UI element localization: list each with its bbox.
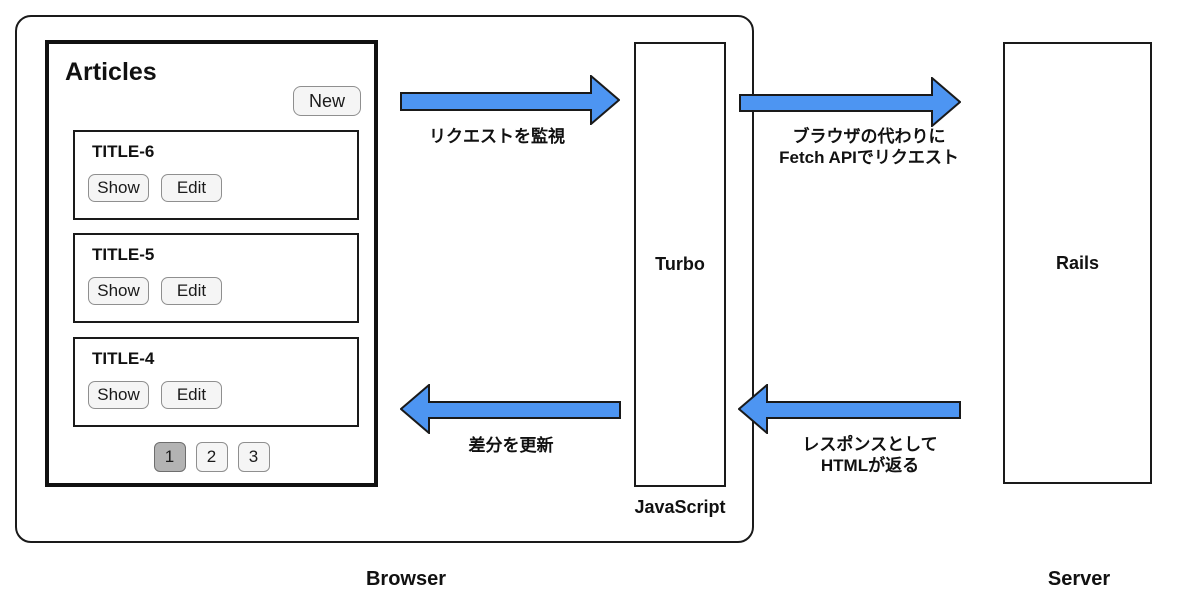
pagination: 1 2 3 xyxy=(49,442,374,472)
article-title: TITLE-5 xyxy=(92,245,155,264)
article-title: TITLE-6 xyxy=(92,142,155,161)
arrow-request-monitor-icon xyxy=(400,75,620,125)
fetch-request-label-line1: ブラウザの代わりに xyxy=(792,127,946,146)
show-button[interactable]: Show xyxy=(88,381,149,409)
turbo-box: Turbo xyxy=(634,42,726,487)
request-monitor-label: リクエストを監視 xyxy=(429,127,565,146)
articles-title: Articles xyxy=(65,58,157,86)
diff-update-label: 差分を更新 xyxy=(468,436,554,455)
server-label: Server xyxy=(1047,568,1111,590)
edit-button[interactable]: Edit xyxy=(161,277,222,305)
response-label: レスポンスとして HTMLが返る xyxy=(802,434,937,476)
article-actions: Show Edit xyxy=(88,381,222,409)
article-actions: Show Edit xyxy=(88,174,222,202)
new-article-button[interactable]: New xyxy=(292,86,361,116)
article-card: TITLE-6 Show Edit xyxy=(73,130,359,220)
page-button-1[interactable]: 1 xyxy=(153,442,186,472)
arrow-diff-update-icon xyxy=(400,384,621,434)
show-button[interactable]: Show xyxy=(88,174,149,202)
articles-panel: Articles New TITLE-6 Show Edit TITLE-5 S… xyxy=(45,40,378,487)
response-label-line1: レスポンスとして xyxy=(802,435,938,454)
rails-label: Rails xyxy=(1055,252,1100,273)
arrow-response-icon xyxy=(738,384,961,434)
page-button-2[interactable]: 2 xyxy=(195,442,228,472)
fetch-request-label: ブラウザの代わりに Fetch APIでリクエスト xyxy=(779,126,959,168)
article-title: TITLE-4 xyxy=(92,349,155,368)
page-button-3[interactable]: 3 xyxy=(237,442,270,472)
edit-button[interactable]: Edit xyxy=(161,381,222,409)
javascript-label: JavaScript xyxy=(634,497,726,517)
rails-box: Rails xyxy=(1003,42,1152,484)
article-card: TITLE-5 Show Edit xyxy=(73,233,359,323)
edit-button[interactable]: Edit xyxy=(161,174,222,202)
browser-label: Browser xyxy=(365,568,447,590)
arrow-fetch-request-icon xyxy=(739,77,961,127)
article-actions: Show Edit xyxy=(88,277,222,305)
fetch-request-label-line2: Fetch APIでリクエスト xyxy=(779,148,959,167)
show-button[interactable]: Show xyxy=(88,277,149,305)
turbo-label: Turbo xyxy=(655,254,705,274)
response-label-line2: HTMLが返る xyxy=(820,456,920,475)
article-card: TITLE-4 Show Edit xyxy=(73,337,359,427)
